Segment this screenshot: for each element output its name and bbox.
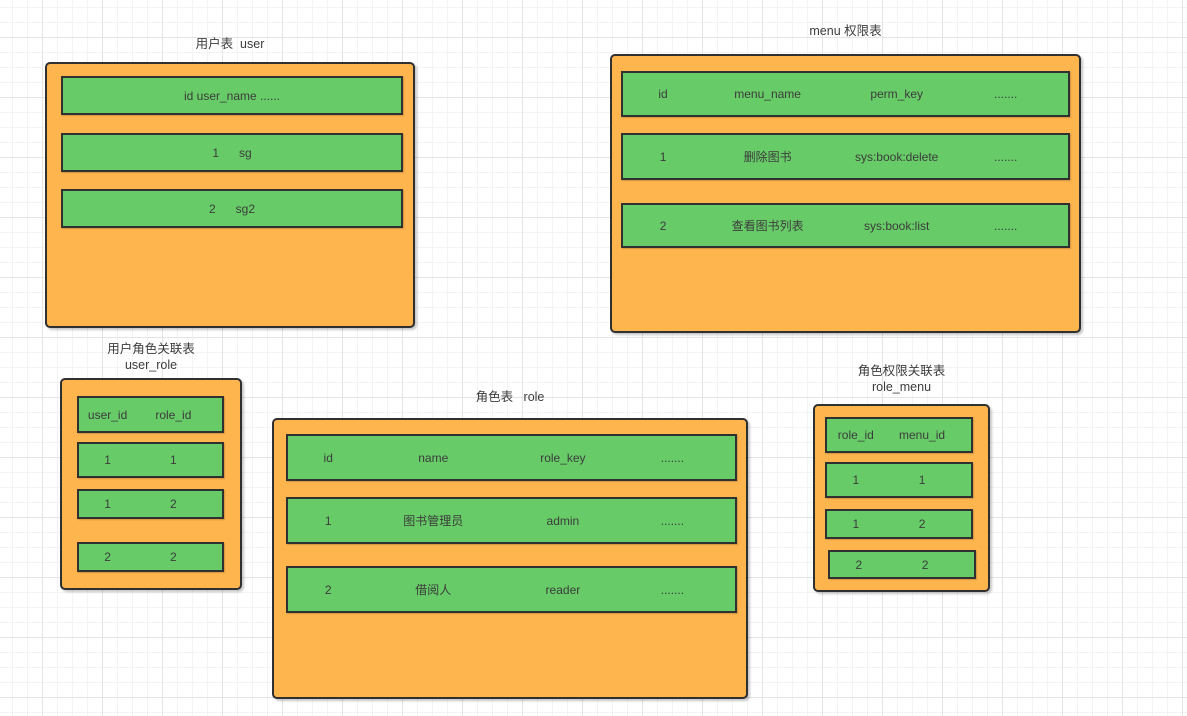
table-row[interactable]: 2 借阅人 reader ....... — [286, 566, 737, 613]
row-cell: 1 — [852, 473, 860, 487]
row-cell: 2 — [918, 517, 926, 531]
row-cell: menu_id — [899, 428, 946, 442]
row-cell: 1 sg — [212, 145, 252, 160]
row-cell: 借阅人 — [415, 583, 452, 597]
row-cell: 1 — [852, 517, 860, 531]
table-row[interactable]: 2 2 — [828, 550, 976, 579]
title-line: user_role — [124, 358, 178, 372]
row-cell: id user_name ...... — [183, 88, 281, 103]
table-row[interactable]: 2 sg2 — [61, 189, 403, 228]
table-row[interactable]: id user_name ...... — [61, 76, 403, 115]
row-cell: 1 — [659, 149, 667, 164]
row-cell: 2 — [170, 497, 177, 511]
row-cell: ....... — [660, 450, 685, 465]
table-row[interactable]: 1 sg — [61, 133, 403, 172]
row-cell: 2 sg2 — [208, 201, 256, 216]
table-header-row[interactable]: user_id role_id — [77, 396, 224, 433]
row-cell: 1 — [170, 453, 177, 467]
table-menu-title[interactable]: menu 权限表 — [809, 24, 882, 38]
table-user-role-title[interactable]: 用户角色关联表 user_role — [0, 341, 322, 373]
row-cell: name — [418, 450, 449, 465]
row-cell: 2 — [921, 557, 929, 572]
row-cell: ....... — [660, 582, 685, 597]
row-cell: sys:book:delete — [854, 149, 939, 164]
table-row[interactable]: 2 2 — [77, 542, 224, 572]
table-row[interactable]: 2 查看图书列表 sys:book:list ....... — [621, 203, 1070, 248]
row-cell: sys:book:list — [863, 218, 930, 233]
row-cell: 2 — [104, 550, 111, 564]
table-user-role: 用户角色关联表 user_role user_id role_id 1 1 1 2… — [60, 342, 242, 590]
table-row[interactable]: 1 图书管理员 admin ....... — [286, 497, 737, 544]
table-row[interactable]: 1 1 — [77, 442, 224, 478]
table-role-title[interactable]: 角色表 role — [475, 390, 545, 404]
row-cell: ....... — [994, 149, 1018, 164]
title-line: 角色权限关联表 — [857, 364, 946, 378]
table-menu: menu 权限表 id menu_name perm_key ....... 1… — [610, 24, 1081, 333]
title-line: 用户角色关联表 — [107, 342, 195, 356]
row-cell: 2 — [170, 550, 177, 564]
row-cell: 1 — [104, 453, 111, 467]
row-cell: 查看图书列表 — [731, 219, 804, 233]
row-cell: 图书管理员 — [403, 514, 464, 528]
row-cell: id — [323, 450, 333, 465]
table-row[interactable]: 1 2 — [825, 509, 973, 539]
table-role-menu: 角色权限关联表 role_menu role_id menu_id 1 1 1 2… — [813, 364, 990, 592]
row-cell: ....... — [994, 218, 1018, 233]
row-cell: 2 — [855, 557, 863, 572]
table-row[interactable]: 1 2 — [77, 489, 224, 519]
table-header-row[interactable]: role_id menu_id — [825, 417, 973, 453]
row-cell: role_id — [837, 428, 874, 442]
row-cell: 1 — [918, 473, 926, 487]
table-user: 用户表 user id user_name ...... 1 sg 2 sg2 — [45, 37, 415, 328]
row-cell: role_id — [155, 407, 192, 422]
table-header-row[interactable]: id menu_name perm_key ....... — [621, 71, 1070, 117]
table-user-title[interactable]: 用户表 user — [195, 37, 265, 51]
row-cell: reader — [545, 582, 581, 597]
row-cell: 2 — [324, 582, 332, 597]
row-cell: 1 — [104, 497, 111, 511]
row-cell: 1 — [324, 513, 332, 528]
table-role-menu-title[interactable]: 角色权限关联表 role_menu — [733, 363, 1070, 395]
row-cell: ....... — [660, 513, 685, 528]
row-cell: id — [658, 87, 668, 101]
row-cell: admin — [546, 513, 580, 528]
row-cell: 2 — [659, 218, 667, 233]
row-cell: menu_name — [734, 87, 801, 101]
row-cell: role_key — [540, 450, 586, 465]
row-cell: 删除图书 — [743, 150, 792, 164]
title-line: role_menu — [871, 380, 932, 394]
table-row[interactable]: 1 删除图书 sys:book:delete ....... — [621, 133, 1070, 180]
table-header-row[interactable]: id name role_key ....... — [286, 434, 737, 481]
row-cell: user_id — [87, 407, 128, 422]
table-role: 角色表 role id name role_key ....... 1 图书管理… — [272, 390, 748, 699]
row-cell: ....... — [994, 87, 1018, 101]
row-cell: perm_key — [870, 87, 923, 101]
table-row[interactable]: 1 1 — [825, 462, 973, 498]
